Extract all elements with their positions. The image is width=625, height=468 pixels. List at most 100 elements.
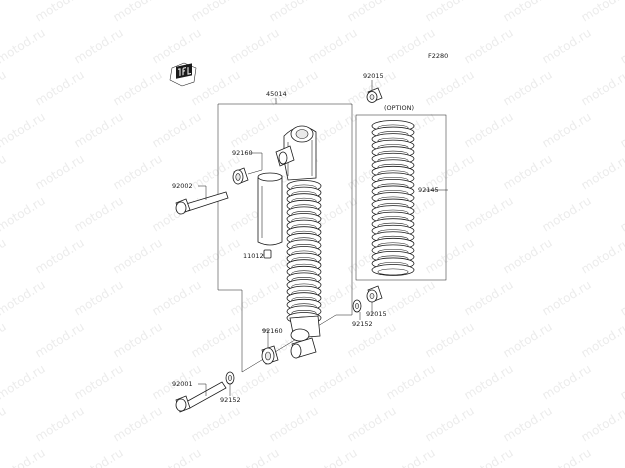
label-92160-lower: 92160 [262, 327, 283, 335]
watermark-text: motod.ru [384, 277, 438, 318]
watermark-text: motod.ru [462, 277, 516, 318]
watermark-text: motod.ru [0, 319, 9, 360]
watermark-text: motod.ru [150, 109, 204, 150]
watermark-text: motod.ru [111, 319, 165, 360]
watermark-text: motod.ru [150, 445, 204, 468]
label-92152-right: 92152 [352, 320, 373, 328]
watermark-text: motod.ru [0, 25, 48, 66]
watermark-text: motod.ru [228, 277, 282, 318]
watermark-text: motod.ru [189, 0, 243, 25]
option-label: (OPTION) [384, 104, 414, 112]
watermark-text: motod.ru [0, 445, 48, 468]
watermark-text: motod.ru [0, 235, 9, 276]
watermark-text: motod.ru [618, 25, 625, 66]
watermark-text: motod.ru [579, 403, 625, 444]
label-92145: 92145 [418, 186, 439, 194]
watermark-text: motod.ru [33, 67, 87, 108]
watermark-text: motod.ru [540, 25, 594, 66]
watermark-text: motod.ru [111, 151, 165, 192]
watermark-text: motod.ru [540, 445, 594, 468]
watermark-text: motod.ru [579, 235, 625, 276]
watermark-text: motod.ru [423, 67, 477, 108]
watermark-text: motod.ru [462, 445, 516, 468]
option-spring [371, 120, 415, 276]
watermark-text: motod.ru [540, 277, 594, 318]
front-direction-icon [169, 62, 197, 87]
watermark-text: motod.ru [228, 109, 282, 150]
watermark-text: motod.ru [267, 67, 321, 108]
watermark-text: motod.ru [462, 25, 516, 66]
upper-bushing [232, 167, 249, 185]
watermark-text: motod.ru [189, 403, 243, 444]
shock-assembly-boundary [217, 103, 353, 373]
watermark-text: motod.ru [72, 109, 126, 150]
watermark-text: motod.ru [618, 193, 625, 234]
watermark-text: motod.ru [501, 235, 555, 276]
watermark-text: motod.ru [306, 361, 360, 402]
watermark-text: motod.ru [33, 235, 87, 276]
shock-absorber [257, 125, 322, 342]
watermark-text: motod.ru [306, 25, 360, 66]
watermark-text: motod.ru [72, 25, 126, 66]
upper-bolt [175, 191, 229, 215]
watermark-text: motod.ru [618, 277, 625, 318]
lower-bushing [261, 345, 279, 365]
watermark-text: motod.ru [0, 403, 9, 444]
watermark-text: motod.ru [423, 0, 477, 25]
label-92152-lower: 92152 [220, 396, 241, 404]
watermark-text: motod.ru [462, 361, 516, 402]
watermark-text: motod.ru [72, 277, 126, 318]
leader-lines [198, 80, 448, 396]
cap-part [263, 249, 272, 259]
watermark-text: motod.ru [579, 67, 625, 108]
watermark-text: motod.ru [228, 445, 282, 468]
watermark-text: motod.ru [423, 235, 477, 276]
watermark-text: motod.ru [384, 361, 438, 402]
spring-coil-inner [377, 268, 409, 276]
watermark-text: motod.ru [501, 319, 555, 360]
watermark-text: motod.ru [189, 319, 243, 360]
watermark-text: motod.ru [618, 445, 625, 468]
watermark-text: motod.ru [618, 109, 625, 150]
label-92015-top: 92015 [363, 72, 384, 80]
watermark-text: motod.ru [111, 0, 165, 25]
watermark-text: motod.ru [228, 25, 282, 66]
watermark-text: motod.ru [111, 403, 165, 444]
option-spring-box [355, 114, 447, 281]
watermark-text: motod.ru [462, 109, 516, 150]
watermark-text: motod.ru [0, 0, 9, 25]
watermark-text: motod.ru [501, 67, 555, 108]
watermark-text: motod.ru [579, 151, 625, 192]
watermark-text: motod.ru [384, 25, 438, 66]
watermark-text: motod.ru [33, 0, 87, 25]
watermark-text: motod.ru [579, 319, 625, 360]
label-45014: 45014 [266, 90, 287, 98]
watermark-text: motod.ru [0, 277, 48, 318]
watermark-text: motod.ru [267, 403, 321, 444]
watermark-text: motod.ru [33, 151, 87, 192]
right-washer [352, 299, 362, 313]
label-92002: 92002 [172, 182, 193, 190]
label-92001: 92001 [172, 380, 193, 388]
watermark-text: motod.ru [579, 0, 625, 25]
watermark-text: motod.ru [111, 67, 165, 108]
watermark-text: motod.ru [501, 0, 555, 25]
right-nut [366, 285, 383, 303]
lower-collar [290, 337, 317, 359]
watermark-text: motod.ru [72, 445, 126, 468]
watermark-text: motod.ru [462, 193, 516, 234]
watermark-text: motod.ru [0, 361, 48, 402]
watermark-text: motod.ru [384, 445, 438, 468]
watermark-text: motod.ru [72, 361, 126, 402]
watermark-text: motod.ru [501, 151, 555, 192]
watermark-text: motod.ru [0, 67, 9, 108]
lower-washer [225, 371, 235, 385]
label-11012: 11012 [243, 252, 264, 260]
label-92160-upper: 92160 [232, 149, 253, 157]
watermark-text: motod.ru [501, 403, 555, 444]
watermark-text: motod.ru [0, 193, 48, 234]
watermark-text: motod.ru [150, 25, 204, 66]
watermark-text: motod.ru [72, 193, 126, 234]
watermark-text: motod.ru [0, 151, 9, 192]
